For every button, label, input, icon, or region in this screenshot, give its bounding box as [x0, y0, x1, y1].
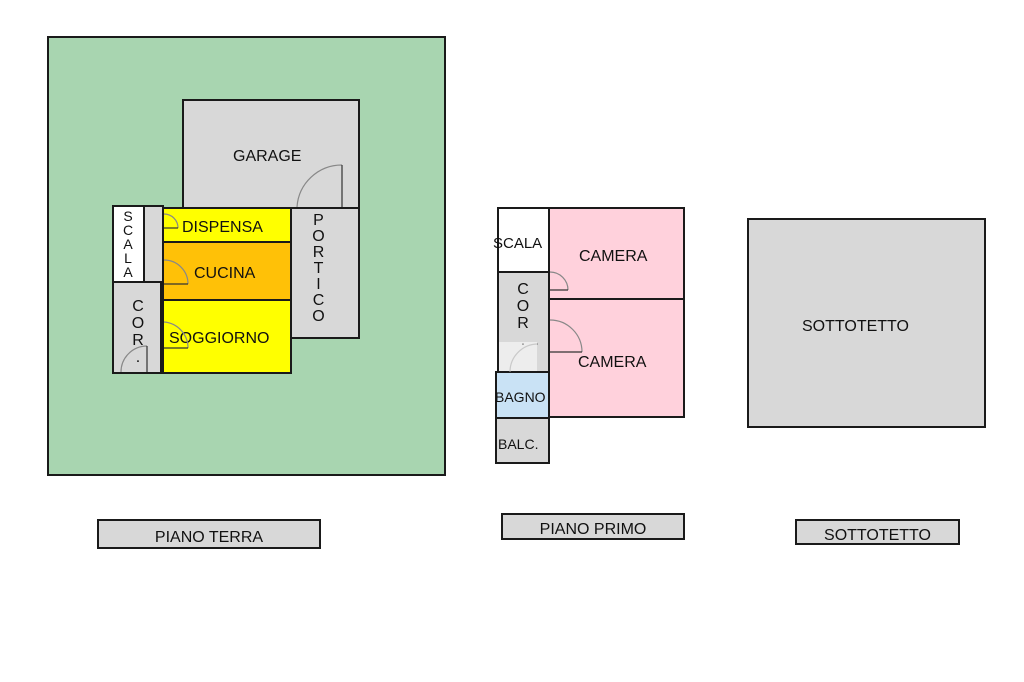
room-portico[interactable]	[290, 207, 360, 339]
door-camera-1	[549, 271, 569, 291]
label-cucina: CUCINA	[194, 265, 256, 282]
door-ground-entrance	[120, 345, 148, 373]
label-garage: GARAGE	[233, 148, 302, 165]
room-cor-ground[interactable]	[112, 281, 162, 374]
label-scala-first: SCALA	[493, 235, 543, 252]
caption-piano-terra: PIANO TERRA	[97, 519, 321, 549]
room-bagno[interactable]	[495, 371, 550, 419]
room-balcone[interactable]	[495, 417, 550, 464]
label-cor-ground: C O R .	[131, 298, 145, 366]
label-sottotetto: SOTTOTETTO	[802, 318, 909, 335]
door-garage-portico	[296, 164, 343, 208]
label-soggiorno: SOGGIORNO	[169, 330, 270, 347]
caption-sottotetto: SOTTOTETTO	[795, 519, 960, 545]
room-camera-2[interactable]	[548, 298, 685, 418]
label-camera-2: CAMERA	[578, 354, 647, 371]
label-bagno: BAGNO	[495, 389, 546, 405]
label-cor-first: C O R .	[516, 281, 530, 349]
room-camera-1[interactable]	[548, 207, 685, 300]
door-dispensa	[163, 213, 179, 229]
label-scala-ground: S C A L A	[122, 208, 134, 280]
label-camera-1: CAMERA	[579, 248, 648, 265]
label-portico: P O R T I C O	[312, 212, 326, 325]
room-soggiorno[interactable]	[162, 299, 292, 374]
label-dispensa: DISPENSA	[182, 219, 263, 236]
door-camera-2	[549, 319, 583, 353]
label-balcone: BALC.	[498, 436, 539, 452]
caption-piano-primo: PIANO PRIMO	[501, 513, 685, 540]
room-sottotetto[interactable]	[747, 218, 986, 428]
door-cucina	[163, 259, 189, 285]
room-garage[interactable]	[182, 99, 360, 209]
door-soggiorno	[163, 321, 189, 349]
bagno-door-highlight	[499, 342, 537, 371]
